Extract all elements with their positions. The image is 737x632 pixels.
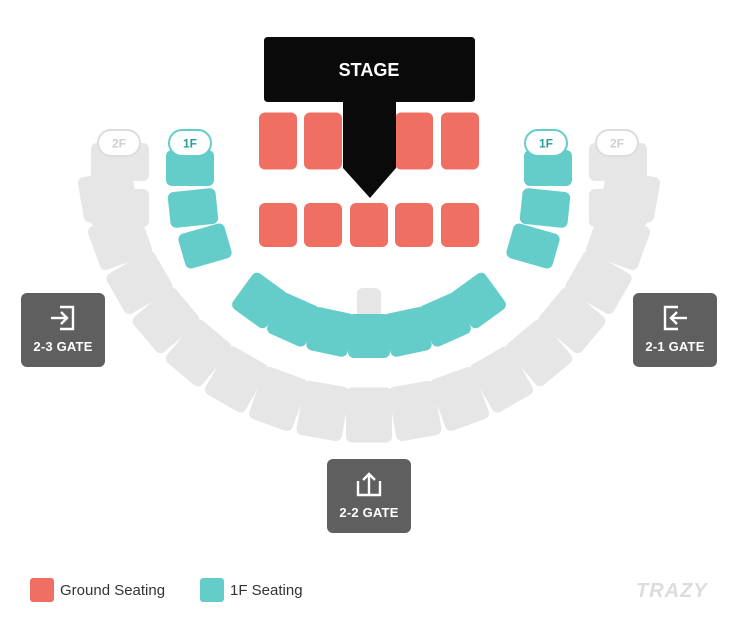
legend-floor1-label: 1F Seating	[230, 581, 303, 599]
floor1-section[interactable]	[505, 222, 561, 270]
ground-section[interactable]	[395, 112, 433, 170]
legend-ground-label: Ground Seating	[60, 581, 166, 599]
floor1-section[interactable]	[177, 222, 233, 270]
gate-label: 2-3 GATE	[33, 339, 93, 354]
floor1-section[interactable]	[524, 150, 572, 186]
floor-tag-label: 1F	[539, 137, 553, 151]
floor1-section[interactable]	[305, 306, 355, 358]
floor2-section[interactable]	[388, 380, 443, 442]
ground-section[interactable]	[441, 203, 479, 247]
floor2-section[interactable]	[104, 249, 175, 316]
floor-tag-left-1f	[168, 129, 212, 157]
legend-floor1: 1F Seating	[200, 578, 303, 602]
stage	[264, 37, 475, 198]
gate-2-2[interactable]: 2-2 GATE	[327, 459, 411, 533]
ground-section[interactable]	[304, 112, 342, 170]
floor2-section[interactable]	[346, 387, 392, 443]
floor1-section[interactable]	[166, 150, 214, 186]
stage-label: STAGE	[339, 60, 400, 80]
gate-label: 2-2 GATE	[339, 505, 399, 520]
floor-tag-label: 2F	[112, 137, 126, 151]
gate-2-3[interactable]: 2-3 GATE	[21, 293, 105, 367]
ground-section[interactable]	[259, 112, 297, 170]
floor1-section[interactable]	[519, 188, 571, 229]
floor2-section[interactable]	[296, 380, 351, 442]
enter-up-icon	[356, 472, 382, 497]
floor2-section[interactable]	[468, 344, 535, 415]
floor2-section[interactable]	[357, 288, 381, 322]
floor-tag-left-2f	[97, 129, 141, 157]
floor-tag-right-2f	[595, 129, 639, 157]
floor1-swatch	[200, 578, 224, 602]
ground-section[interactable]	[441, 112, 479, 170]
floor2-section[interactable]	[504, 317, 575, 389]
legend-ground: Ground Seating	[30, 578, 165, 602]
floor2-section[interactable]	[536, 285, 608, 356]
floor1-section[interactable]	[417, 291, 473, 348]
gate-2-1[interactable]: 2-1 GATE	[633, 293, 717, 367]
floor-tag-right-1f	[524, 129, 568, 157]
floor1-section[interactable]	[230, 270, 290, 330]
floor2-section[interactable]	[163, 317, 234, 389]
floor1-section[interactable]	[348, 314, 390, 358]
gate-label: 2-1 GATE	[645, 339, 705, 354]
ground-section[interactable]	[304, 203, 342, 247]
floor-tag-label: 2F	[610, 137, 624, 151]
floor2-section[interactable]	[589, 189, 647, 227]
floor2-section[interactable]	[429, 365, 491, 432]
floor2-section[interactable]	[203, 344, 270, 415]
floor2-section[interactable]	[563, 249, 634, 316]
floor2-section[interactable]	[130, 285, 202, 356]
ground-section[interactable]	[259, 203, 297, 247]
trazy-watermark: TRAZY	[636, 580, 708, 602]
floor2-section[interactable]	[247, 365, 309, 432]
floor2-section[interactable]	[91, 189, 149, 227]
ground-swatch	[30, 578, 54, 602]
enter-right-icon	[51, 305, 75, 331]
floor1-section[interactable]	[383, 306, 433, 358]
floor-tag-label: 1F	[183, 137, 197, 151]
floor1-section[interactable]	[167, 188, 219, 229]
enter-left-icon	[663, 305, 687, 331]
ground-section[interactable]	[350, 203, 388, 247]
ground-section[interactable]	[395, 203, 433, 247]
